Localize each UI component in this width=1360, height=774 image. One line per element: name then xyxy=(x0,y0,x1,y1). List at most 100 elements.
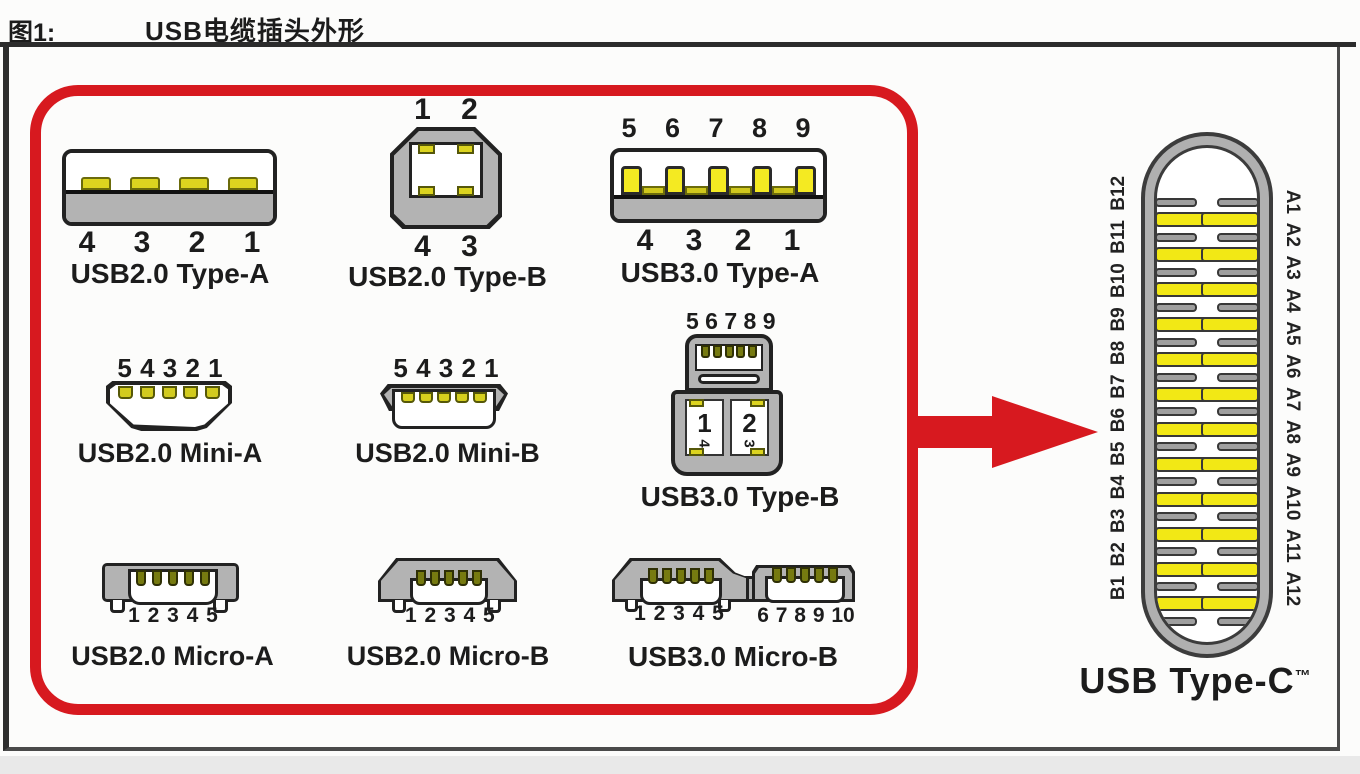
pin xyxy=(1201,526,1257,542)
pin xyxy=(184,570,194,586)
pin xyxy=(205,386,220,399)
pin xyxy=(416,570,426,586)
pin xyxy=(748,345,757,358)
pin xyxy=(1217,337,1257,347)
pin-row xyxy=(136,570,210,586)
arrow-right-icon xyxy=(992,396,1098,468)
ss-pin xyxy=(708,166,729,195)
pin-row xyxy=(401,392,487,403)
pin xyxy=(1217,407,1257,417)
pin xyxy=(648,568,658,584)
pin xyxy=(750,399,765,407)
pin xyxy=(419,392,433,403)
legacy-connectors-highlight-box xyxy=(30,85,918,715)
pin xyxy=(1201,317,1257,333)
pin xyxy=(183,386,199,399)
pin xyxy=(118,386,133,399)
ss-pin xyxy=(664,166,686,195)
pin xyxy=(689,399,704,407)
connector-label: USB2.0 Micro-B xyxy=(346,641,550,671)
connector-cavity xyxy=(614,152,823,195)
pin-numbers-top: 5 6 7 8 9 xyxy=(686,308,776,334)
connector-label: USB2.0 Mini-A xyxy=(77,438,263,468)
pin-row xyxy=(701,345,757,358)
pin-labels-b-side: B1 B2 B3 B4 B5 B6 B7 B8 B9 B10 B11 B12 xyxy=(1108,175,1129,601)
pin xyxy=(685,186,708,195)
usb2-mini-a-connector xyxy=(106,381,232,431)
pin xyxy=(1217,477,1257,487)
connector-foot xyxy=(718,600,731,612)
trademark-symbol: ™ xyxy=(1294,668,1311,685)
pin xyxy=(1201,456,1257,472)
pin xyxy=(437,392,451,403)
pin xyxy=(1217,232,1257,242)
connector-cavity xyxy=(66,153,273,190)
connector-cavity xyxy=(392,389,496,429)
pin xyxy=(712,345,722,358)
pin-numbers-left: 1 2 3 4 5 xyxy=(634,602,724,625)
pin-row xyxy=(648,568,714,584)
pin xyxy=(444,570,454,586)
pin xyxy=(1157,372,1197,382)
pin xyxy=(800,567,810,583)
pin xyxy=(139,386,155,399)
pin xyxy=(1157,547,1197,557)
pin xyxy=(130,177,161,190)
pin-row xyxy=(621,166,816,195)
connector-label: USB2.0 Micro-A xyxy=(71,641,274,671)
pin xyxy=(828,567,838,583)
type-c-label-text: USB Type-C xyxy=(1079,660,1295,701)
pin xyxy=(1217,547,1257,557)
usb3-type-b-upper-section xyxy=(685,334,773,392)
pin xyxy=(178,177,209,190)
pin xyxy=(457,144,474,154)
pin xyxy=(1157,512,1197,522)
pin xyxy=(1201,212,1257,228)
connector-foot xyxy=(625,600,638,612)
connector-label: USB2.0 Type-B xyxy=(348,261,547,292)
connector-cavity xyxy=(1154,145,1260,645)
pin xyxy=(227,177,258,190)
pin xyxy=(1157,232,1197,242)
pin xyxy=(1157,337,1197,347)
connector-foot xyxy=(213,600,228,613)
pin xyxy=(457,186,474,196)
page-bottom-strip xyxy=(0,756,1360,774)
pin xyxy=(728,186,752,195)
pin xyxy=(81,177,112,190)
pin xyxy=(1157,581,1197,591)
pin xyxy=(736,345,746,358)
usb-type-c-connector xyxy=(1141,132,1273,658)
pin xyxy=(152,570,162,586)
connector-label: USB2.0 Mini-B xyxy=(355,438,540,468)
pin xyxy=(1217,616,1257,626)
pin-numbers-bottom: 4 3 xyxy=(414,230,478,263)
pin-row xyxy=(72,177,267,190)
pin xyxy=(200,570,210,586)
ss-pin xyxy=(795,166,816,195)
pin xyxy=(473,392,487,403)
connector-cavity xyxy=(695,344,763,371)
arrow-shaft xyxy=(916,416,994,448)
connector-foot xyxy=(487,600,501,613)
pin-number-small: 4 xyxy=(696,439,713,448)
pin-numbers-bottom: 4 3 2 1 xyxy=(636,224,801,257)
ss-pin xyxy=(621,166,642,195)
figure-title: USB电缆插头外形 xyxy=(145,16,365,46)
pin xyxy=(641,186,665,195)
pin xyxy=(1157,198,1197,207)
pin xyxy=(750,448,765,456)
connector-label: USB3.0 Type-B xyxy=(640,481,840,512)
pin-row xyxy=(772,567,838,583)
pin xyxy=(1201,491,1257,507)
pin xyxy=(1201,386,1257,402)
title-underline xyxy=(0,42,1356,47)
pin xyxy=(1217,372,1257,382)
figure-frame xyxy=(3,47,1340,751)
pin xyxy=(1157,302,1197,312)
pin-numbers: 1 2 3 4 5 xyxy=(405,604,495,627)
connector-foot xyxy=(110,600,125,613)
pin xyxy=(401,392,415,403)
connector-label: USB3.0 Micro-B xyxy=(627,641,839,672)
connector-tongue xyxy=(66,194,273,222)
